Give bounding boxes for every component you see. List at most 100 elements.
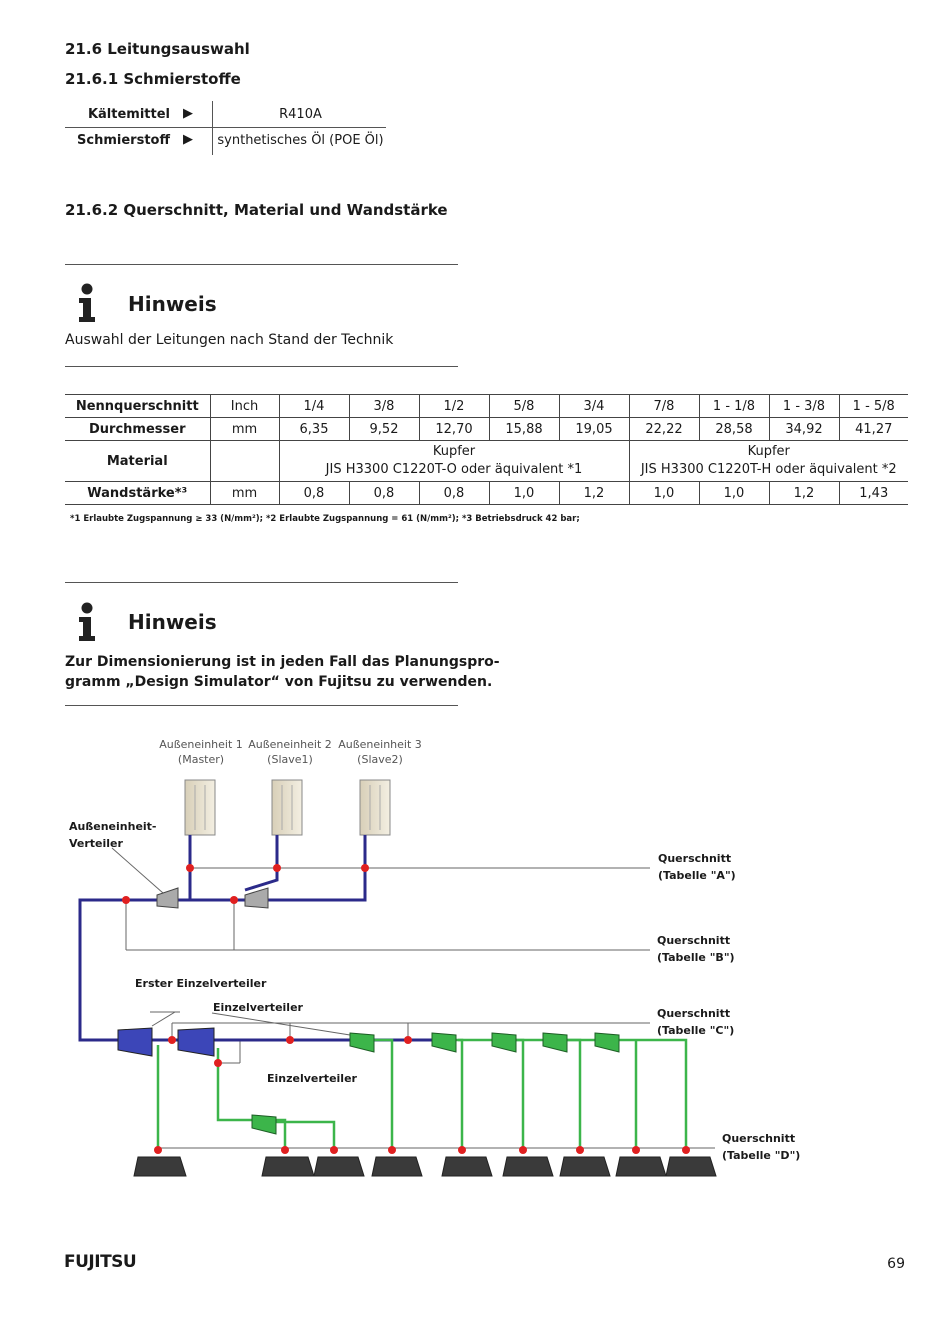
table-cell: 12,70 xyxy=(418,417,490,441)
table-footnote: *1 Erlaubte Zugspannung ≥ 33 (N/mm²); *2… xyxy=(70,514,580,524)
outdoor-unit-1 xyxy=(184,779,216,836)
lubricant-table: Kältemittel ▶ R410A Schmierstoff ▶ synth… xyxy=(65,101,386,155)
table-cell: 19,05 xyxy=(558,417,630,441)
outdoor-unit-3 xyxy=(359,779,391,836)
section-heading: 21.6 Leitungsauswahl xyxy=(65,40,250,58)
distributor-blue xyxy=(177,1027,215,1057)
note2-bottom-rule xyxy=(65,705,458,706)
label-line: (Master) xyxy=(177,753,225,766)
note2-line1: Zur Dimensionierung ist in jeden Fall da… xyxy=(65,654,500,670)
distributor-top-label: Einzelverteiler xyxy=(213,1001,303,1014)
wall-label: Wandstärke*³ xyxy=(65,481,211,505)
material-label: Material xyxy=(65,440,211,482)
fujitsu-logo: FUJITSU xyxy=(64,1252,137,1272)
label-line: Außeneinheit 2 xyxy=(248,738,332,751)
outdoor-unit-2 xyxy=(271,779,303,836)
cross-section-a-label: Querschnitt (Tabelle "A") xyxy=(658,850,736,884)
branch-pipes xyxy=(156,1038,688,1150)
table-cell: 1/2 xyxy=(418,394,490,418)
label-line: (Tabelle "B") xyxy=(657,951,735,964)
outdoor-distributor-1 xyxy=(156,887,179,909)
table-cell: 1 - 1/8 xyxy=(698,394,770,418)
lubricant-table-vline xyxy=(212,101,213,155)
label-line: Außeneinheit- xyxy=(69,820,157,833)
outdoor-distributor-label: Außeneinheit- Verteiler xyxy=(69,818,157,852)
table-cell: 1,2 xyxy=(558,481,630,505)
note2-top-rule xyxy=(65,582,458,583)
table-cell: 1,0 xyxy=(628,481,700,505)
cross-section-b-label: Querschnitt (Tabelle "B") xyxy=(657,932,735,966)
material-cell-b: Kupfer JIS H3300 C1220T-H oder äquivalen… xyxy=(628,440,908,482)
table-cell: 41,27 xyxy=(838,417,908,441)
table-cell: 1 - 3/8 xyxy=(768,394,840,418)
unit-cell xyxy=(209,440,280,482)
label-line: Querschnitt xyxy=(722,1132,796,1145)
piping-diagram xyxy=(78,779,717,1177)
green-distributors xyxy=(251,1032,620,1135)
table-cell: 5/8 xyxy=(488,394,560,418)
diameter-label: Durchmesser xyxy=(65,417,211,441)
first-distributor-label: Erster Einzelverteiler xyxy=(135,977,267,990)
unit-cell: mm xyxy=(209,417,280,441)
junction-nodes xyxy=(122,864,690,1154)
table-cell: 9,52 xyxy=(348,417,420,441)
arrow-right-icon: ▶ xyxy=(183,106,193,121)
table-cell: 15,88 xyxy=(488,417,560,441)
material-b-line2: JIS H3300 C1220T-H oder äquivalent *2 xyxy=(640,462,897,477)
table-cell: 0,8 xyxy=(418,481,490,505)
table-cell: 22,22 xyxy=(628,417,700,441)
material-cell-a: Kupfer JIS H3300 C1220T-O oder äquivalen… xyxy=(278,440,630,482)
table-cell: 1/4 xyxy=(278,394,350,418)
distributor-mid-label: Einzelverteiler xyxy=(267,1072,357,1085)
label-line: Verteiler xyxy=(69,837,123,850)
label-line: (Tabelle "D") xyxy=(722,1149,801,1162)
first-distributor xyxy=(117,1027,153,1057)
table-cell: 1,0 xyxy=(698,481,770,505)
unit-cell: Inch xyxy=(209,394,280,418)
refrigerant-label: Kältemittel xyxy=(87,107,170,122)
cross-section-c-label: Querschnitt (Tabelle "C") xyxy=(657,1005,734,1039)
label-line: Querschnitt xyxy=(657,1007,731,1020)
outdoor-unit-3-label: Außeneinheit 3 (Slave2) xyxy=(337,737,423,767)
label-line: (Tabelle "A") xyxy=(658,869,736,882)
note1-text: Auswahl der Leitungen nach Stand der Tec… xyxy=(65,332,394,348)
table-cell: 7/8 xyxy=(628,394,700,418)
table-row: Nennquerschnitt Inch 1/4 3/8 1/2 5/8 3/4… xyxy=(65,394,908,418)
table-row: Durchmesser mm 6,35 9,52 12,70 15,88 19,… xyxy=(65,417,908,441)
unit-cell: mm xyxy=(209,481,280,505)
outdoor-unit-1-label: Außeneinheit 1 (Master) xyxy=(158,737,244,767)
table-row: Wandstärke*³ mm 0,8 0,8 0,8 1,0 1,2 1,0 … xyxy=(65,481,908,505)
table-cell: 0,8 xyxy=(278,481,350,505)
table-cell: 1,0 xyxy=(488,481,560,505)
label-line: (Slave1) xyxy=(267,753,313,766)
table-cell: 34,92 xyxy=(768,417,840,441)
table-cell: 6,35 xyxy=(278,417,350,441)
table-cell: 1 - 5/8 xyxy=(838,394,908,418)
table-cell: 0,8 xyxy=(348,481,420,505)
outdoor-distributor-2 xyxy=(244,887,269,909)
cross-section-d-label: Querschnitt (Tabelle "D") xyxy=(722,1130,800,1164)
label-line: (Slave2) xyxy=(357,753,403,766)
label-line: (Tabelle "C") xyxy=(657,1024,735,1037)
note1-bottom-rule xyxy=(65,366,458,367)
lubricant-value: synthetisches Öl (POE Öl) xyxy=(217,133,384,148)
table-cell: 1,43 xyxy=(838,481,908,505)
lubricant-label: Schmierstoff xyxy=(77,133,170,148)
note1-title: Hinweis xyxy=(128,292,217,316)
pipe-spec-table: Nennquerschnitt Inch 1/4 3/8 1/2 5/8 3/4… xyxy=(65,394,908,505)
nominal-label: Nennquerschnitt xyxy=(65,394,211,418)
indoor-units xyxy=(133,1156,717,1177)
info-icon xyxy=(79,602,95,641)
table-cell: 28,58 xyxy=(698,417,770,441)
label-line: Querschnitt xyxy=(658,852,732,865)
outdoor-unit-2-label: Außeneinheit 2 (Slave1) xyxy=(247,737,333,767)
table-cell: 1,2 xyxy=(768,481,840,505)
note1-top-rule xyxy=(65,264,458,265)
subsection-lubricants-heading: 21.6.1 Schmierstoffe xyxy=(65,70,241,88)
note2-line2: gramm „Design Simulator“ von Fujitsu zu … xyxy=(65,674,493,690)
table-cell: 3/4 xyxy=(558,394,630,418)
material-a-line1: Kupfer xyxy=(432,444,476,459)
cross-section-lines xyxy=(111,847,715,1149)
label-line: Außeneinheit 1 xyxy=(159,738,243,751)
label-line: Außeneinheit 3 xyxy=(338,738,422,751)
